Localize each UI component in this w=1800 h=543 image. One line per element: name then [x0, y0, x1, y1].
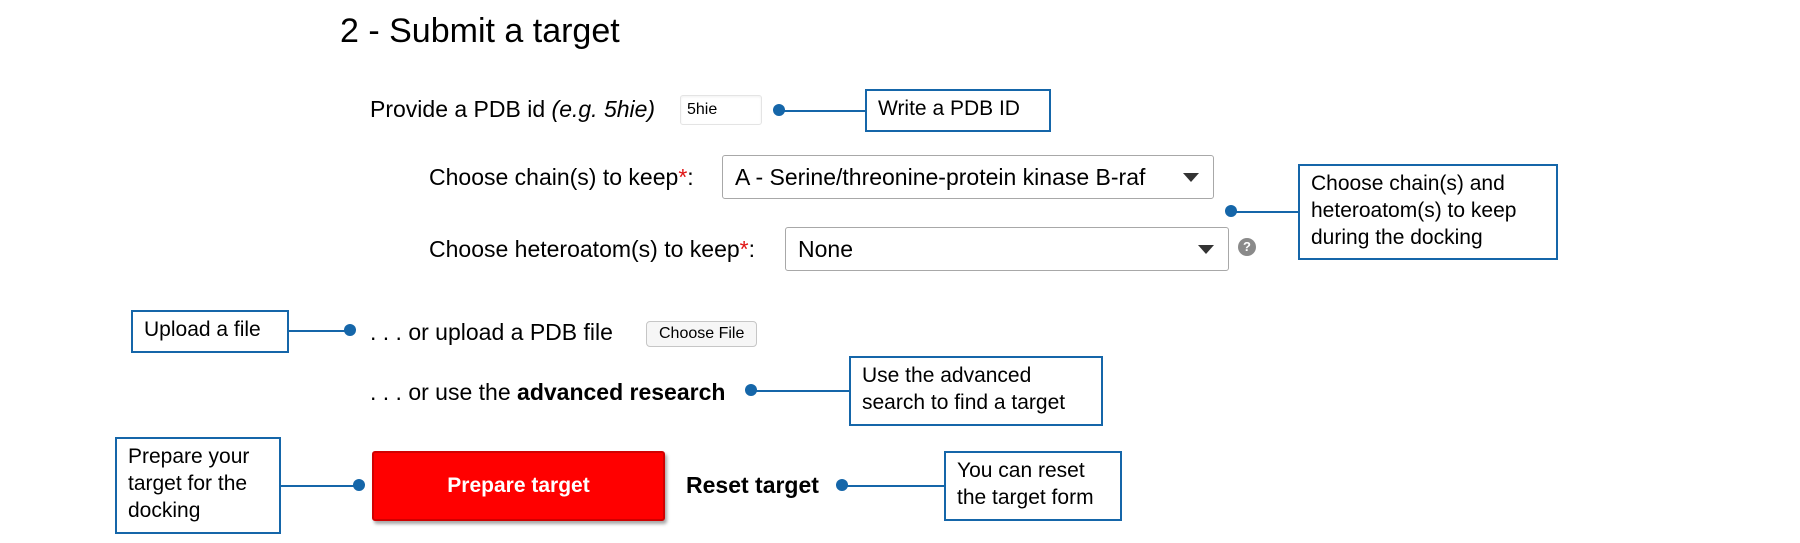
connector-line — [281, 485, 359, 487]
chain-select[interactable]: A - Serine/threonine-protein kinase B-ra… — [722, 155, 1214, 199]
choose-file-button[interactable]: Choose File — [646, 321, 758, 347]
pdb-id-label-text: Provide a PDB id — [370, 96, 546, 122]
annotation-text: docking — [128, 499, 201, 522]
chain-label-text: Choose chain(s) to keep — [429, 164, 679, 190]
upload-label: . . . or upload a PDB file — [370, 319, 613, 345]
annotation-text: heteroatom(s) to keep — [1311, 199, 1517, 222]
advanced-research-prefix: . . . or use the — [370, 379, 518, 405]
connector-dot — [353, 479, 365, 491]
annotation-text: Choose chain(s) and — [1311, 172, 1505, 195]
annotation-text: Write a PDB ID — [878, 97, 1020, 120]
annotation-text: You can reset — [957, 459, 1085, 482]
annotation-reset-target: You can reset the target form — [944, 451, 1122, 521]
annotation-text: Use the advanced — [862, 364, 1032, 387]
chevron-down-icon — [1198, 245, 1214, 254]
connector-dot — [836, 479, 848, 491]
annotation-upload-file: Upload a file — [131, 310, 289, 353]
connector-dot — [773, 104, 785, 116]
annotation-text: Upload a file — [144, 318, 261, 341]
annotation-write-pdb-id: Write a PDB ID — [865, 89, 1051, 132]
connector-line — [289, 330, 351, 332]
required-mark: * — [739, 236, 749, 262]
pdb-id-input[interactable] — [680, 95, 762, 125]
chain-label-colon: : — [687, 164, 694, 190]
connector-line — [752, 390, 850, 392]
connector-dot — [745, 384, 757, 396]
annotation-text: during the docking — [1311, 226, 1483, 249]
help-icon[interactable]: ? — [1238, 238, 1256, 256]
annotation-text: target for the — [128, 472, 248, 495]
heteroatom-select[interactable]: None — [785, 227, 1229, 271]
annotation-text: Prepare your — [128, 445, 250, 468]
connector-dot — [1225, 205, 1237, 217]
section-title: 2 - Submit a target — [340, 12, 620, 50]
annotation-choose-chains: Choose chain(s) and heteroatom(s) to kee… — [1298, 164, 1558, 260]
connector-dot — [344, 324, 356, 336]
chevron-down-icon — [1183, 173, 1199, 182]
required-mark: * — [678, 164, 688, 190]
reset-target-button[interactable]: Reset target — [686, 472, 819, 498]
heteroatom-label-text: Choose heteroatom(s) to keep — [429, 236, 740, 262]
chain-label: Choose chain(s) to keep*: — [429, 162, 694, 192]
heteroatom-label-colon: : — [748, 236, 756, 262]
connector-line — [1232, 211, 1300, 213]
annotation-text: the target form — [957, 486, 1094, 509]
heteroatom-select-value: None — [798, 236, 853, 262]
pdb-id-example: (e.g. 5hie) — [551, 96, 656, 122]
chain-select-value: A - Serine/threonine-protein kinase B-ra… — [735, 164, 1146, 190]
heteroatom-label: Choose heteroatom(s) to keep*: — [429, 234, 755, 264]
annotation-text: search to find a target — [862, 391, 1066, 414]
connector-line — [843, 485, 945, 487]
annotation-advanced-search: Use the advanced search to find a target — [849, 356, 1103, 426]
advanced-research-link[interactable]: advanced research — [517, 379, 726, 405]
connector-line — [780, 110, 866, 112]
pdb-id-label: Provide a PDB id (e.g. 5hie) — [370, 94, 655, 124]
prepare-target-button[interactable]: Prepare target — [372, 451, 665, 521]
advanced-research-row: . . . or use the advanced research — [370, 377, 725, 407]
annotation-prepare-target: Prepare your target for the docking — [115, 437, 281, 534]
